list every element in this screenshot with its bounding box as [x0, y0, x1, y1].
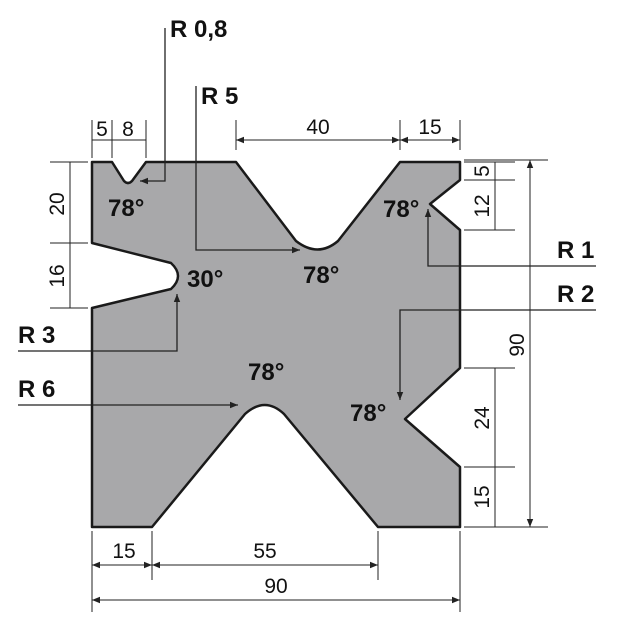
dim-bottom-55: 55 — [253, 540, 276, 563]
dim-top-15: 15 — [418, 116, 441, 139]
leader-r2 — [396, 309, 596, 400]
dim-bottom-15: 15 — [112, 540, 135, 563]
dim-right-24: 24 — [471, 406, 494, 430]
radius-r3: R 3 — [18, 322, 55, 349]
dim-right-12: 12 — [471, 194, 494, 217]
dim-bottom-90: 90 — [264, 575, 287, 598]
angle-top-center: 78° — [303, 262, 339, 289]
dim-right-5: 5 — [471, 165, 494, 177]
angle-left: 30° — [187, 266, 223, 293]
dim-right-90: 90 — [506, 333, 529, 356]
angle-top-left: 78° — [108, 195, 144, 222]
radius-r08: R 0,8 — [170, 16, 227, 43]
dim-right-15: 15 — [471, 485, 494, 508]
leader-r3 — [18, 294, 181, 352]
angle-right-lower: 78° — [350, 400, 386, 427]
dim-top-5: 5 — [96, 118, 108, 141]
dim-top-8: 8 — [122, 118, 134, 141]
angle-top-right: 78° — [383, 196, 419, 223]
radius-r6: R 6 — [18, 376, 55, 403]
radius-r1: R 1 — [557, 237, 594, 264]
radius-r2: R 2 — [557, 281, 594, 308]
radius-r5: R 5 — [201, 83, 238, 110]
dim-top-40: 40 — [306, 116, 329, 139]
die-body — [90, 160, 462, 529]
angle-bottom-center: 78° — [248, 359, 284, 386]
leader-r5 — [195, 86, 300, 254]
dim-left-16: 16 — [46, 264, 69, 287]
leader-r1 — [424, 209, 596, 267]
dim-left-20: 20 — [46, 192, 69, 215]
leader-r08 — [140, 28, 166, 185]
